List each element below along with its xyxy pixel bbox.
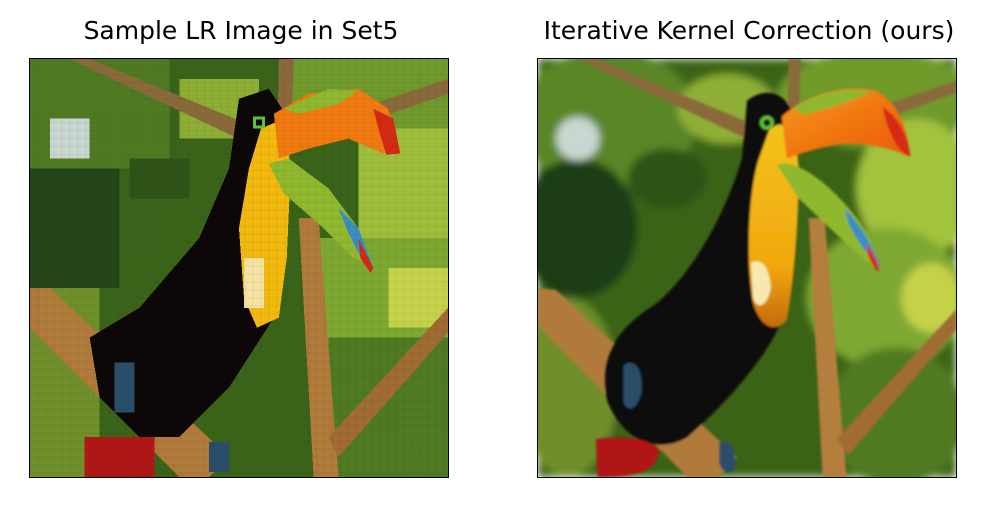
panel-ikc: Iterative Kernel Correction (ours): [537, 0, 961, 511]
panel-lr: Sample LR Image in Set5: [29, 0, 453, 511]
image-frame-ikc: [537, 58, 957, 478]
panel-title-ikc: Iterative Kernel Correction (ours): [543, 16, 955, 45]
toucan-sr-image: [538, 59, 956, 477]
image-frame-lr: [29, 58, 449, 478]
panel-title-lr: Sample LR Image in Set5: [83, 16, 399, 45]
toucan-lr-image: [30, 59, 448, 477]
